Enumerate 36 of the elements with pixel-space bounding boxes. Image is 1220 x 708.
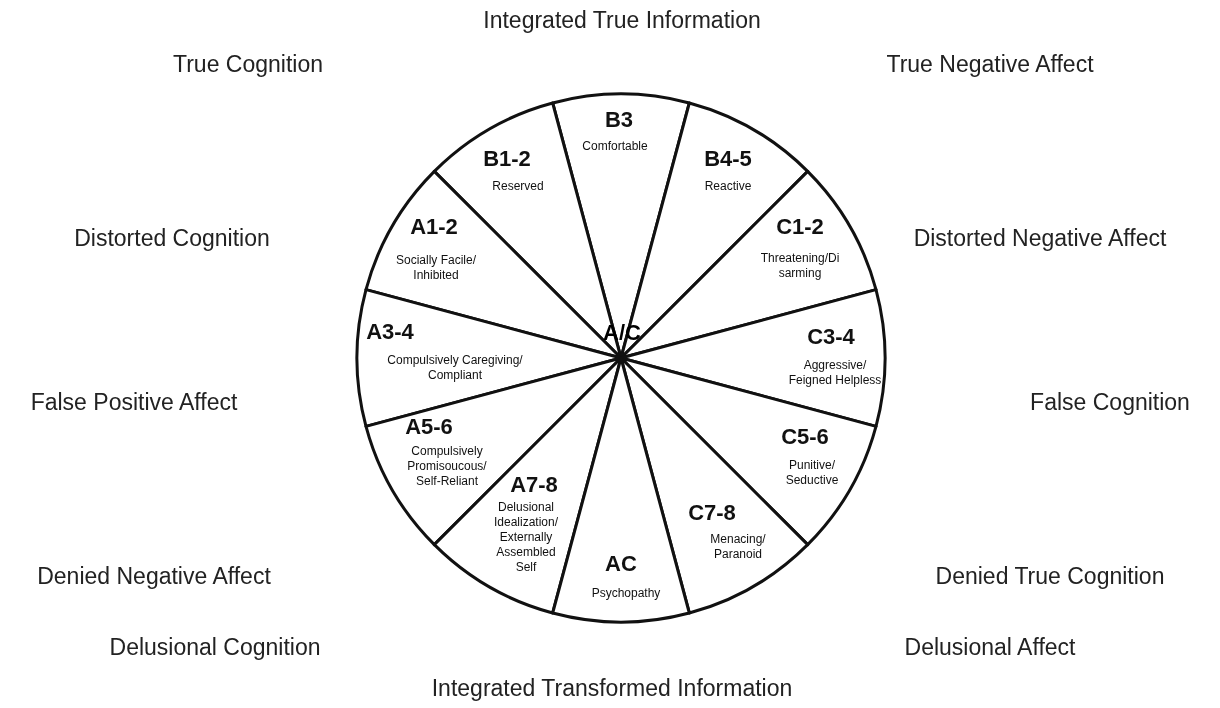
category-label: True Negative Affect [886,50,1094,78]
sector-code: B4-5 [704,148,752,170]
sector-code: C1-2 [776,216,824,238]
sector-description: Reserved [491,179,545,194]
sector-description: Socially Facile/ Inhibited [395,253,477,283]
sector-description: Compulsively Promisoucous/ Self-Reliant [406,444,488,489]
category-label: Integrated Transformed Information [431,674,793,702]
sector-code: C7-8 [688,502,736,524]
sector-description: Aggressive/ Feigned Helpless [787,358,883,388]
sector-description: Comfortable [581,139,649,154]
category-label: Denied Negative Affect [37,562,271,590]
sector-code: A1-2 [410,216,458,238]
sector-code: B1-2 [483,148,531,170]
sector-description: Menacing/ Paranoid [709,532,767,562]
sector-code: C5-6 [781,426,829,448]
sector-description: Delusional Idealization/ Externally Assembled Self [492,500,559,575]
category-label: Delusional Cognition [109,633,321,661]
sector-description: Psychopathy [590,586,662,601]
sector-code: C3-4 [807,326,855,348]
sector-code: A3-4 [366,321,414,343]
category-label: Distorted Cognition [74,224,270,252]
category-label: False Cognition [1030,388,1190,416]
category-label: False Positive Affect [30,388,238,416]
category-label: True Cognition [173,50,323,78]
sector-description: Threatening/Di sarming [759,251,841,281]
sector-description: Punitive/ Seductive [784,458,840,488]
sector-code: B3 [604,109,634,131]
sector-description: Compulsively Caregiving/ Compliant [386,353,524,383]
category-label: Delusional Affect [904,633,1076,661]
sector-code: A7-8 [510,474,558,496]
sector-code: A5-6 [405,416,453,438]
sector-code: AC [605,553,637,575]
category-label: Denied True Cognition [935,562,1165,590]
category-label: Integrated True Information [483,6,761,34]
category-label: Distorted Negative Affect [913,224,1167,252]
sector-description: Reactive [703,179,753,194]
